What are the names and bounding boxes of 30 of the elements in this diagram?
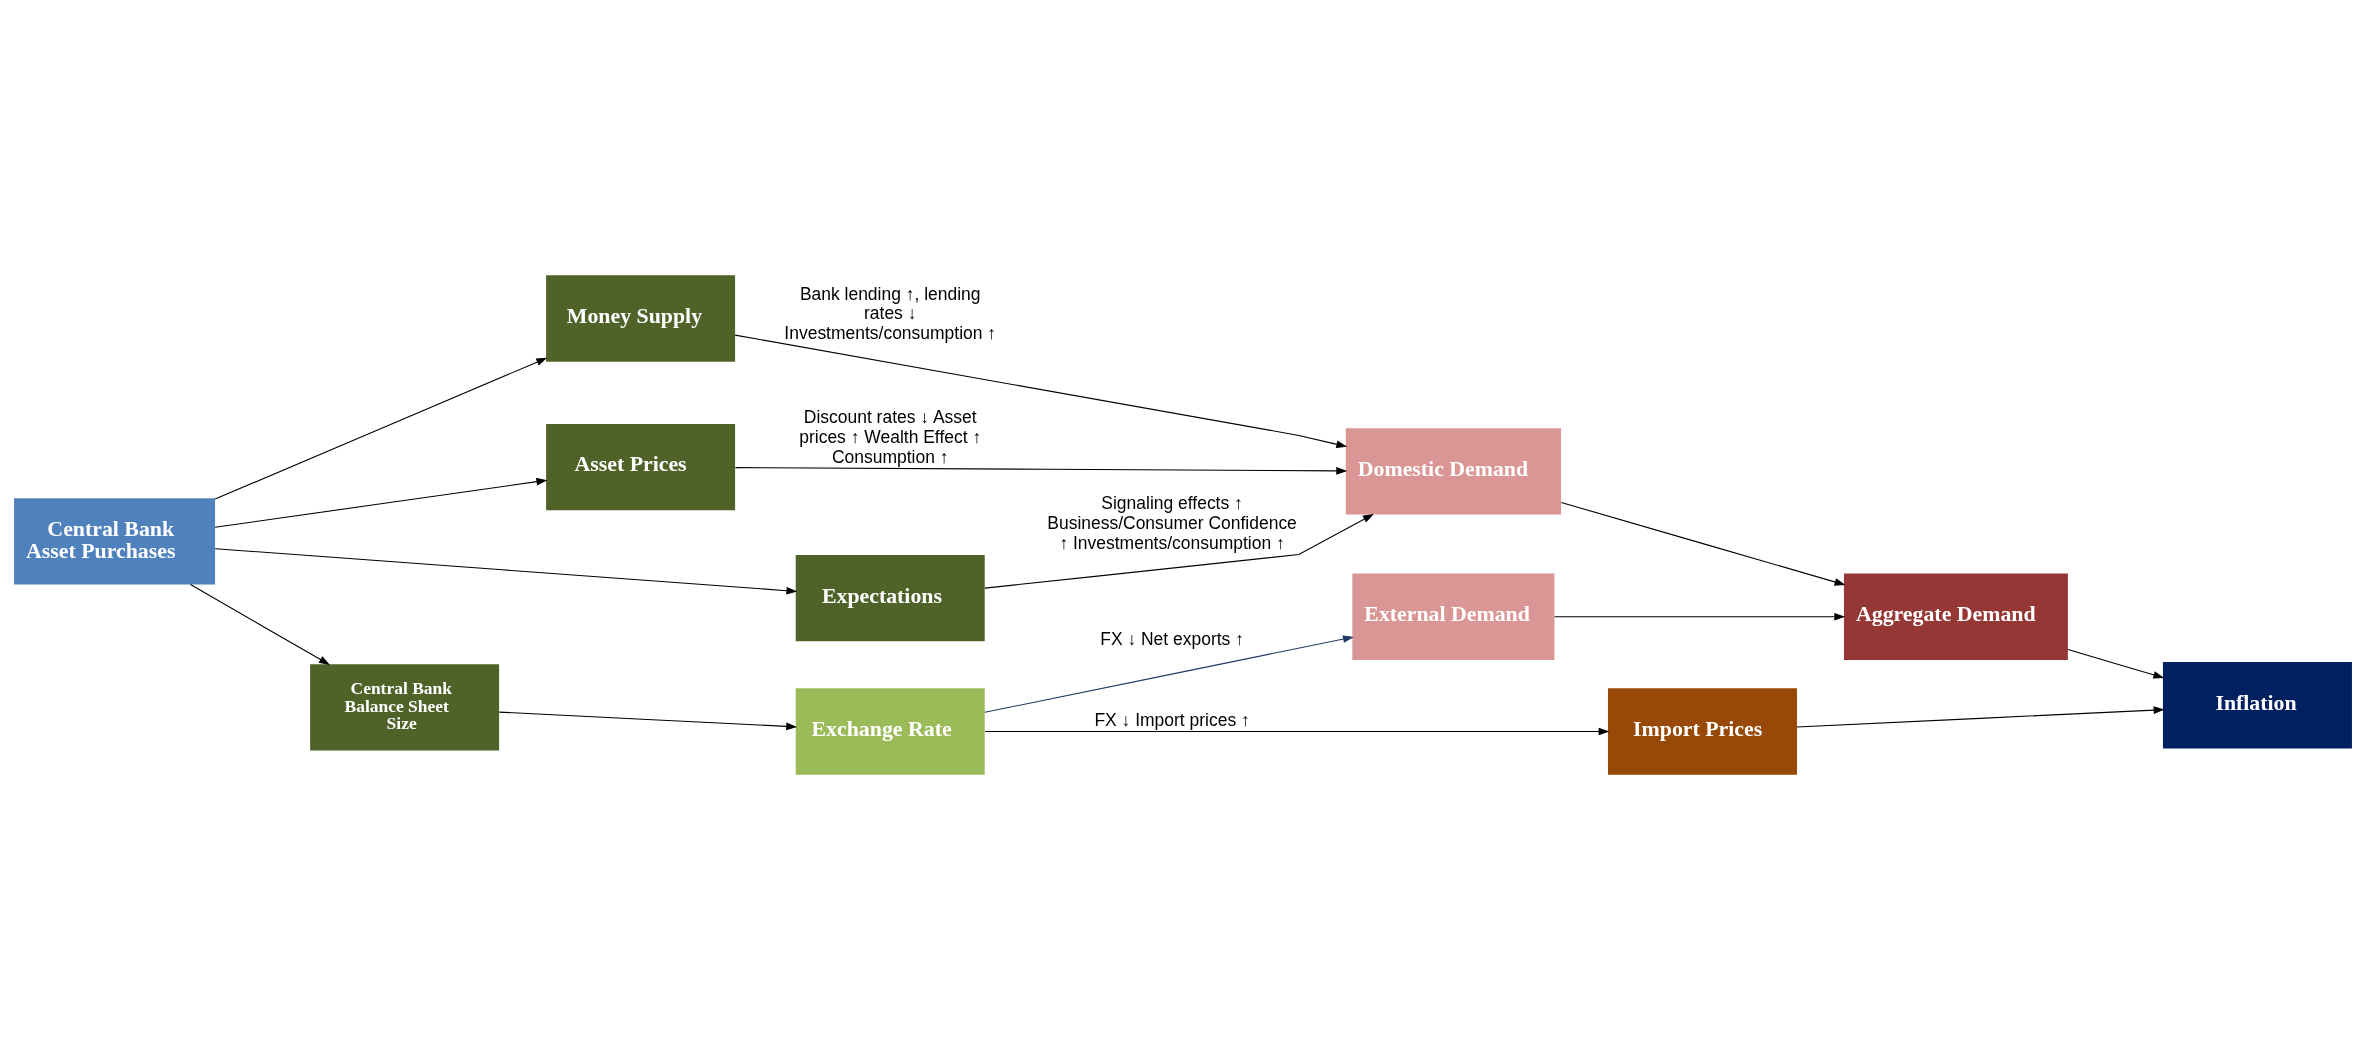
edge-label: Discount rates ↓ Asset prices ↑ Wealth Effect ↑ Consumption ↑: [799, 406, 982, 467]
edge-label: FX ↓ Net exports ↑: [1100, 628, 1244, 649]
node-box: Central Bank Balance Sheet Size: [310, 663, 500, 751]
arrow: [984, 727, 1610, 735]
node-box: Asset Prices: [546, 423, 736, 510]
node-box: Expectations: [795, 554, 985, 641]
arrow: [190, 583, 330, 665]
node-box: Central Bank Asset Purchases: [14, 497, 216, 585]
arrow: [734, 334, 1348, 448]
arrow: [214, 357, 548, 500]
arrow: [984, 634, 1354, 713]
arrow: [498, 711, 798, 730]
arrow: [1560, 501, 1846, 586]
node-box: Domestic Demand: [1345, 427, 1561, 515]
node-box: Inflation: [2162, 661, 2352, 748]
node-box: Exchange Rate: [795, 687, 985, 775]
node-box: Money Supply: [546, 274, 736, 362]
arrow: [214, 477, 548, 528]
edge-label: Bank lending ↑, lending rates ↓ Investments/consumption ↑: [784, 283, 997, 343]
node-box: External Demand: [1352, 573, 1555, 660]
edge-label: Signaling effects ↑ Business/Consumer Confidence ↑ Investments/consumption ↑: [1047, 492, 1297, 553]
arrow: [984, 513, 1374, 589]
arrow: [734, 466, 1348, 475]
edge-label: FX ↓ Import prices ↑: [1094, 709, 1250, 730]
node-box: Aggregate Demand: [1843, 573, 2068, 660]
arrow: [2067, 648, 2165, 679]
arrow: [1796, 705, 2165, 728]
arrow: [214, 547, 798, 594]
node-box: Import Prices: [1607, 687, 1797, 775]
arrow: [1554, 612, 1846, 621]
